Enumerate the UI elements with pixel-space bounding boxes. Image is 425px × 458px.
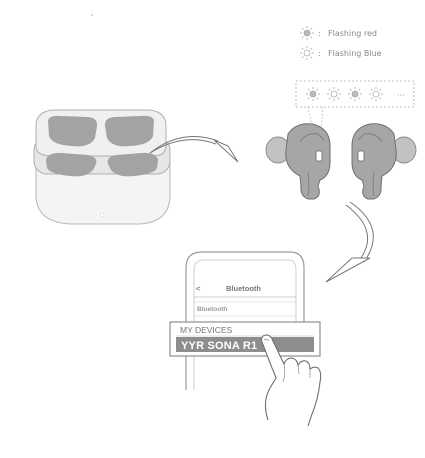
hand-outline xyxy=(260,334,322,427)
right-bud-shell xyxy=(351,123,397,200)
led-sequence-callout: ··· xyxy=(295,80,415,147)
sequence-led-blue-icon xyxy=(369,87,383,101)
legend-colon-blue: : xyxy=(318,49,321,58)
arrow-case-to-earbuds xyxy=(149,136,239,163)
bluetooth-toggle-row[interactable]: Bluetooth xyxy=(197,306,227,313)
my-devices-panel: MY DEVICES YYR SONA R1 xyxy=(169,321,321,357)
sequence-led-red-icon xyxy=(348,87,362,101)
fingernail xyxy=(263,338,270,342)
earbud-left xyxy=(265,123,331,200)
device-name-label[interactable]: YYR SONA R1 xyxy=(181,340,257,352)
sequence-ellipsis: ··· xyxy=(397,91,405,100)
legend-colon-red: : xyxy=(318,29,321,38)
legend-red-led-icon xyxy=(300,26,314,40)
base-cavity-right xyxy=(107,152,158,177)
lid-cavity-right xyxy=(104,115,154,147)
earbud-right xyxy=(351,123,417,200)
left-bud-led-icon xyxy=(315,150,323,162)
legend: : Flashing red : Flashing Blue xyxy=(300,26,382,60)
back-chevron-icon[interactable]: < xyxy=(196,284,201,293)
lid-cavity-left xyxy=(48,115,98,147)
my-devices-header: MY DEVICES xyxy=(180,325,233,335)
charging-case xyxy=(33,109,171,225)
legend-blue-label: Flashing Blue xyxy=(328,49,382,58)
legend-red-label: Flashing red xyxy=(328,29,377,38)
sequence-led-red-icon xyxy=(306,87,320,101)
base-cavity-left xyxy=(46,152,97,177)
led-sequence xyxy=(306,87,383,101)
screen-title: Bluetooth xyxy=(226,284,261,293)
speck xyxy=(91,14,93,16)
hand-pointer-icon xyxy=(260,334,322,427)
right-bud-led-icon xyxy=(357,150,365,162)
case-led-icon xyxy=(99,212,105,218)
sequence-led-blue-icon xyxy=(327,87,341,101)
device-row-highlight[interactable] xyxy=(176,337,314,352)
phone-screen-edge xyxy=(193,259,297,390)
legend-blue-led-icon xyxy=(300,46,314,60)
left-bud-shell xyxy=(285,123,331,200)
arrow-earbuds-to-phone xyxy=(325,201,374,283)
